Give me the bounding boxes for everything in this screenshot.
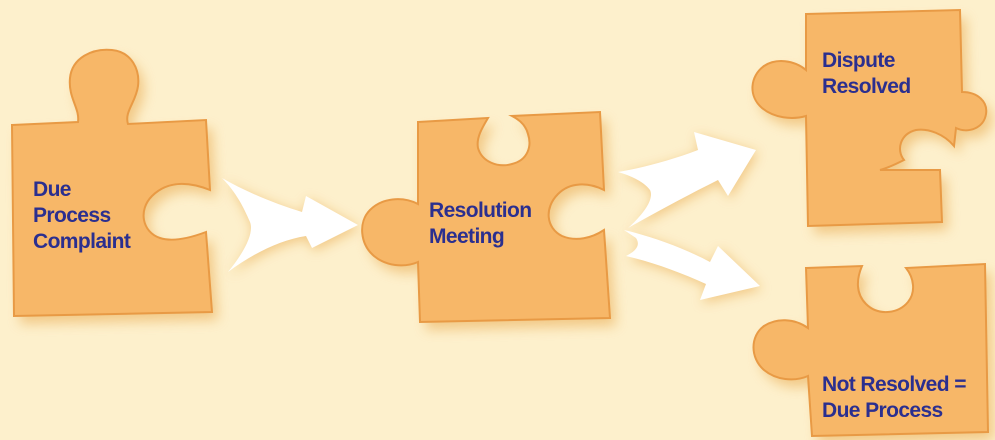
label-line: Due xyxy=(33,178,71,201)
label-line: Dispute xyxy=(822,49,895,72)
puzzle-piece-due-process-complaint xyxy=(10,48,218,324)
label-line: Resolution xyxy=(429,199,532,222)
arrow-meeting-to-not-resolved xyxy=(624,230,762,303)
label-dispute-resolved: Dispute Resolved xyxy=(822,48,911,100)
label-line: Process xyxy=(33,204,111,227)
puzzle-piece-not-resolved xyxy=(752,262,994,440)
label-line: Not Resolved = xyxy=(822,373,967,396)
puzzle-piece-dispute-resolved xyxy=(751,8,993,234)
label-line: Meeting xyxy=(429,225,505,248)
label-due-process-complaint: Due Process Complaint xyxy=(33,177,131,255)
label-line: Due Process xyxy=(822,399,943,422)
label-line: Complaint xyxy=(33,230,131,253)
label-line: Resolved xyxy=(822,75,911,98)
label-resolution-meeting: Resolution Meeting xyxy=(429,198,532,250)
arrow-meeting-to-resolved xyxy=(618,132,758,231)
arrow-complaint-to-meeting xyxy=(222,178,360,275)
puzzle-piece-resolution-meeting xyxy=(361,110,616,330)
label-not-resolved: Not Resolved = Due Process xyxy=(822,372,967,424)
